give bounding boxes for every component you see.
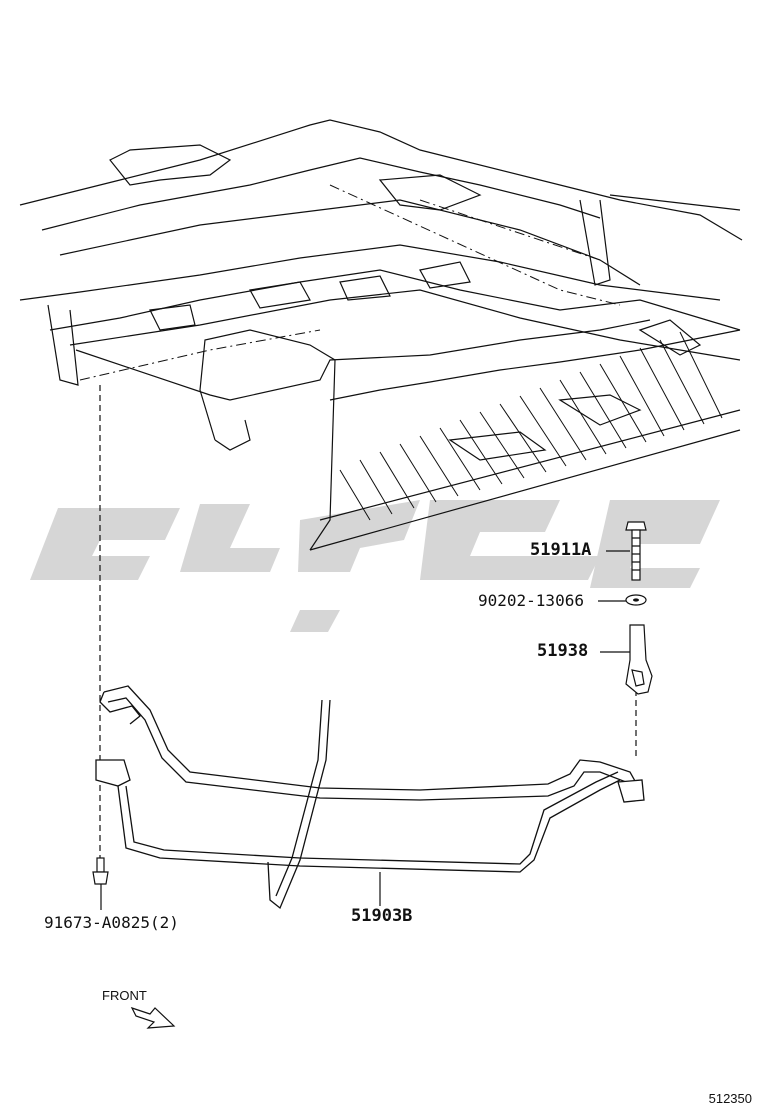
bracket-51938-part — [625, 624, 653, 695]
tube-assembly-51903b-part — [95, 685, 645, 910]
front-label: FRONT — [102, 988, 147, 1003]
label-leaders — [100, 550, 630, 910]
bolt-51911a-part — [625, 521, 647, 581]
label-90202-13066: 90202-13066 — [478, 591, 584, 610]
illustration-number: 512350 — [708, 1091, 752, 1106]
bolt-91673-a0825-part — [92, 857, 109, 885]
vehicle-underbody — [19, 119, 743, 551]
label-51903b: 51903B — [351, 906, 413, 926]
watermark-logo — [30, 500, 720, 632]
underbody-hatching — [339, 331, 723, 521]
label-91673-a0825: 91673-A0825(2) — [44, 913, 179, 932]
label-51911a: 51911A — [530, 540, 592, 560]
front-arrow-icon — [130, 1006, 176, 1029]
phantom-lines — [79, 184, 621, 381]
washer-90202-13066-part — [625, 594, 647, 606]
label-51938: 51938 — [537, 641, 589, 661]
